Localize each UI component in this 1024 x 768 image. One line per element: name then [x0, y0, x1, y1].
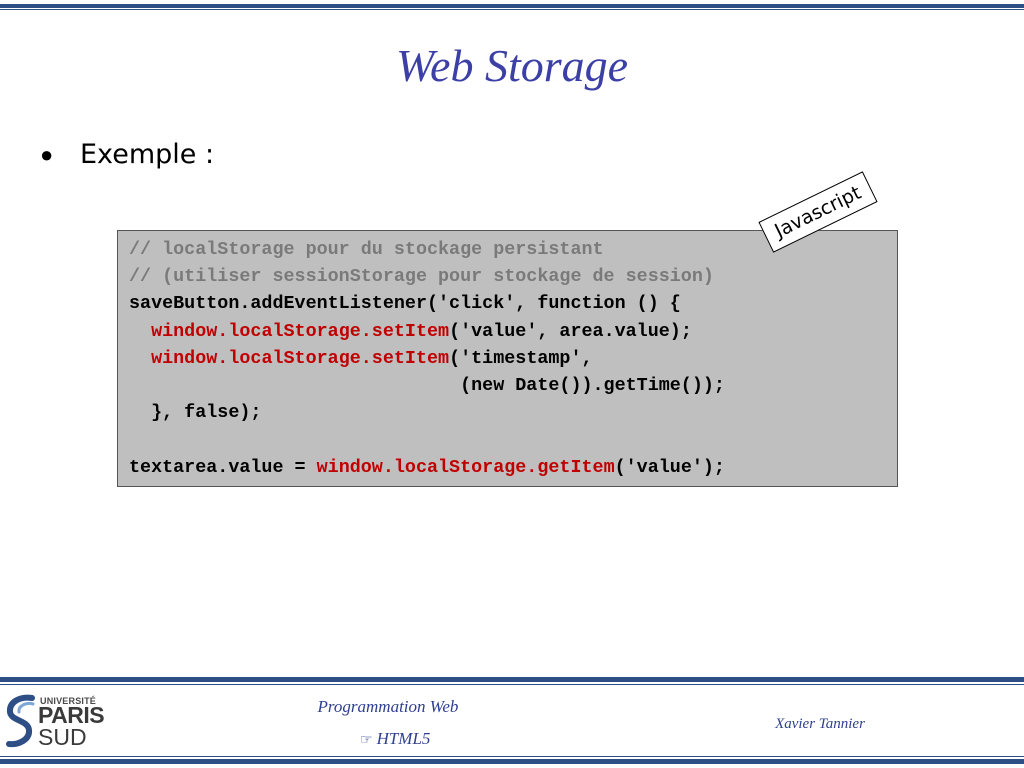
footer-section-label: HTML5: [376, 729, 431, 748]
logo-universite-text: UNIVERSITÉ: [40, 696, 97, 706]
top-border: [0, 0, 1024, 11]
hand-pointing-icon: ☞: [360, 732, 373, 748]
footer-border-top: [0, 677, 1024, 682]
footer-course-title: Programmation Web: [317, 697, 459, 716]
slide-title: Web Storage: [395, 40, 629, 91]
top-border-thick: [0, 4, 1024, 8]
code-line-7: }, false);: [129, 402, 262, 424]
logo-sud-text: SUD: [38, 724, 87, 750]
logo-paris-text: PARIS: [38, 702, 105, 728]
footer-author: Xavier Tannier: [775, 716, 865, 732]
code-line-comment-2: // (utiliser sessionStorage pour stockag…: [129, 266, 714, 288]
code-fn-setitem: window.localStorage.setItem: [151, 320, 450, 342]
code-line-3: saveButton.addEventListener('click', fun…: [129, 293, 681, 315]
code-indent: [129, 321, 151, 342]
code-assign: textarea.value =: [129, 456, 317, 478]
code-args: ('timestamp',: [449, 347, 593, 369]
code-indent: [129, 348, 151, 369]
code-args: ('value');: [614, 456, 725, 478]
code-block: // localStorage pour du stockage persist…: [117, 230, 898, 487]
code-line-comment-1: // localStorage pour du stockage persist…: [129, 239, 604, 260]
code-line-5: window.localStorage.setItem('timestamp',: [129, 345, 725, 372]
footer-border-bottom: [0, 759, 1024, 764]
top-border-thin: [0, 9, 1024, 10]
code-line-6: (new Date()).getTime());: [129, 374, 725, 396]
footer-border-bottom-thin: [0, 756, 1024, 757]
code-fn-getitem: window.localStorage.getItem: [316, 456, 615, 478]
code-listing: // localStorage pour du stockage persist…: [129, 236, 725, 481]
code-line-9: textarea.value = window.localStorage.get…: [129, 454, 725, 481]
footer-border-top-thin: [0, 684, 1024, 685]
university-logo: UNIVERSITÉ PARIS SUD: [6, 694, 116, 750]
bullet-text: Exemple :: [80, 139, 215, 170]
code-line-4: window.localStorage.setItem('value', are…: [129, 318, 725, 345]
code-fn-setitem: window.localStorage.setItem: [151, 347, 450, 369]
code-args: ('value', area.value);: [449, 320, 692, 342]
bullet-dot-icon: ●: [40, 142, 54, 167]
code-line-blank: [129, 426, 725, 453]
footer-section: ☞HTML5: [360, 729, 430, 749]
logo-s-mark-icon: [6, 694, 35, 748]
